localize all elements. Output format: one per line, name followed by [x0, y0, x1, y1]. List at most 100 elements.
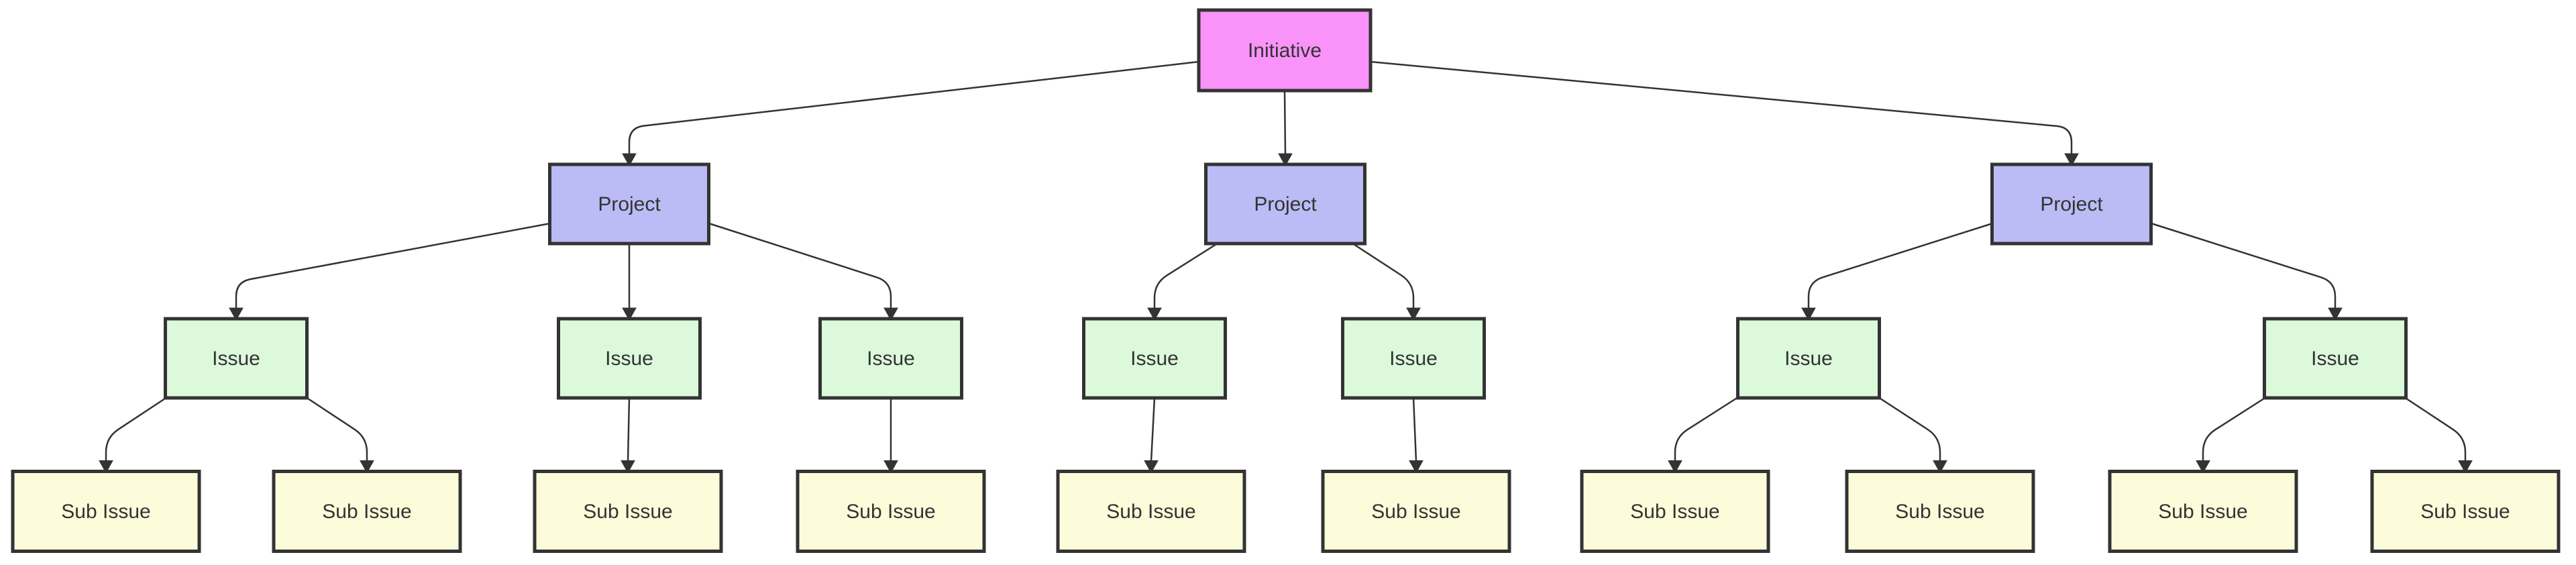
node-sub-4: Sub Issue	[796, 470, 986, 553]
sub_issue-box	[2370, 470, 2561, 553]
sub_issue-box	[1321, 470, 1511, 553]
edge-issue-3-to-sub-4	[883, 397, 898, 474]
sub_issue-box	[2108, 470, 2298, 553]
node-sub-10: Sub Issue	[2370, 470, 2561, 553]
issue-label: Issue	[605, 348, 653, 370]
project-box	[1204, 162, 1366, 246]
edge-initiative-to-project-3	[1369, 60, 2079, 167]
sub_issue-box	[272, 470, 462, 553]
arrowhead-icon	[622, 153, 637, 167]
node-project-1: Project	[548, 162, 710, 246]
arrowhead-icon	[1144, 460, 1159, 474]
edge-line	[1150, 397, 1156, 462]
edge-project-3-to-issue-6	[1801, 222, 1994, 321]
arrowhead-icon	[2064, 153, 2079, 167]
sub_issue-label: Sub Issue	[1106, 501, 1195, 523]
sub_issue-label: Sub Issue	[322, 501, 411, 523]
edge-initiative-to-project-1	[622, 60, 1200, 167]
arrowhead-icon	[2458, 460, 2473, 474]
sub_issue-label: Sub Issue	[1630, 501, 1719, 523]
edge-line	[1412, 397, 1417, 462]
node-sub-6: Sub Issue	[1321, 470, 1511, 553]
node-initiative: Initiative	[1197, 8, 1373, 93]
arrowhead-icon	[621, 460, 635, 474]
issue-label: Issue	[1784, 348, 1833, 370]
node-sub-1: Sub Issue	[11, 470, 201, 553]
project-label: Project	[1254, 193, 1317, 215]
edge-project-2-to-issue-4	[1147, 243, 1218, 321]
arrowhead-icon	[229, 307, 244, 321]
edge-issue-4-to-sub-5	[1144, 397, 1159, 474]
edge-project-2-to-issue-5	[1352, 243, 1421, 321]
issue-box	[818, 317, 963, 400]
sub_issue-label: Sub Issue	[1371, 501, 1460, 523]
edge-line	[1807, 222, 1994, 310]
arrowhead-icon	[2196, 460, 2210, 474]
project-label: Project	[598, 193, 661, 215]
arrowhead-icon	[1278, 153, 1293, 167]
edge-issue-5-to-sub-6	[1409, 397, 1424, 474]
edge-project-3-to-issue-7	[2150, 222, 2343, 321]
edge-line	[235, 222, 551, 310]
arrowhead-icon	[883, 460, 898, 474]
arrowhead-icon	[1406, 307, 1421, 321]
edge-line	[305, 396, 368, 462]
edge-project-1-to-issue-1	[229, 222, 551, 321]
issue-box	[1341, 317, 1486, 400]
node-issue-3: Issue	[818, 317, 963, 400]
sub_issue-box	[533, 470, 723, 553]
arrowhead-icon	[1801, 307, 1816, 321]
edge-project-1-to-issue-2	[622, 242, 637, 321]
node-sub-5: Sub Issue	[1056, 470, 1246, 553]
node-project-2: Project	[1204, 162, 1366, 246]
edge-line	[2202, 396, 2267, 462]
edge-issue-1-to-sub-1	[99, 396, 168, 474]
edge-line	[1674, 396, 1739, 462]
edge-line	[1369, 60, 2073, 156]
edge-issue-6-to-sub-7	[1668, 396, 1739, 474]
edge-line	[105, 396, 168, 462]
node-sub-8: Sub Issue	[1845, 470, 2035, 553]
issue-label: Issue	[867, 348, 915, 370]
issue-label: Issue	[2311, 348, 2359, 370]
edge-issue-6-to-sub-8	[1877, 396, 1947, 474]
edge-line	[1877, 396, 1941, 462]
sub_issue-box	[1580, 470, 1770, 553]
sub_issue-label: Sub Issue	[583, 501, 672, 523]
arrowhead-icon	[99, 460, 113, 474]
sub_issue-box	[796, 470, 986, 553]
edge-project-1-to-issue-3	[708, 222, 898, 321]
arrowhead-icon	[883, 307, 898, 321]
node-issue-6: Issue	[1736, 317, 1881, 400]
sub_issue-box	[1056, 470, 1246, 553]
edge-line	[628, 60, 1200, 156]
issue-label: Issue	[1389, 348, 1438, 370]
edge-initiative-to-project-2	[1278, 89, 1293, 167]
sub_issue-label: Sub Issue	[2420, 501, 2510, 523]
project-box	[1990, 162, 2153, 246]
sub_issue-box	[11, 470, 201, 553]
initiative-box	[1197, 8, 1373, 93]
node-project-3: Project	[1990, 162, 2153, 246]
node-issue-7: Issue	[2263, 317, 2408, 400]
edge-issue-7-to-sub-10	[2403, 396, 2473, 474]
issue-box	[1082, 317, 1227, 400]
sub_issue-label: Sub Issue	[61, 501, 150, 523]
arrowhead-icon	[2328, 307, 2343, 321]
issue-label: Issue	[1130, 348, 1179, 370]
edge-issue-1-to-sub-2	[305, 396, 374, 474]
arrowhead-icon	[1933, 460, 1947, 474]
edge-issue-2-to-sub-3	[621, 397, 635, 474]
arrowhead-icon	[1147, 307, 1162, 321]
arrowhead-icon	[360, 460, 374, 474]
edge-line	[708, 222, 892, 310]
sub_issue-label: Sub Issue	[846, 501, 935, 523]
node-issue-2: Issue	[557, 317, 702, 400]
node-sub-7: Sub Issue	[1580, 470, 1770, 553]
issue-box	[1736, 317, 1881, 400]
node-issue-4: Issue	[1082, 317, 1227, 400]
arrowhead-icon	[622, 307, 637, 321]
